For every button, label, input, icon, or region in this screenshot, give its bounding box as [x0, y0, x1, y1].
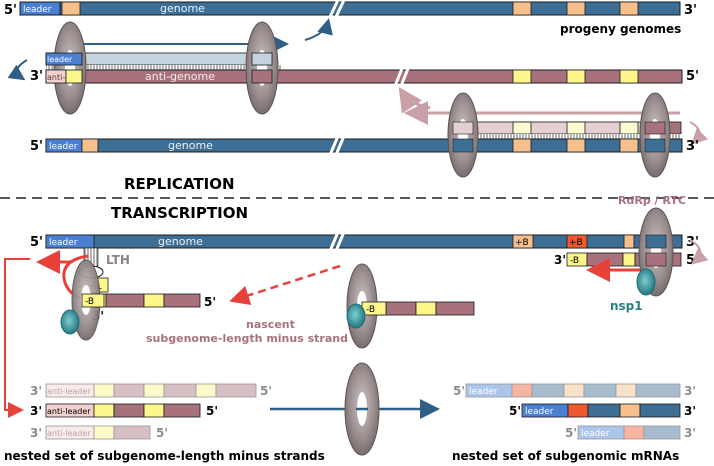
svg-text:3': 3': [30, 426, 42, 440]
circular-arrow-left: [7, 59, 28, 81]
svg-text:-B: -B: [366, 305, 375, 315]
svg-text:5': 5': [30, 235, 43, 250]
release-arrow-pink: [398, 87, 431, 114]
svg-text:5': 5': [686, 253, 699, 268]
svg-text:5': 5': [30, 139, 43, 154]
svg-text:leader: leader: [49, 238, 78, 248]
rtc-complex: [639, 92, 671, 178]
three-prime-end: 3': [684, 3, 697, 18]
svg-text:anti-lea: anti-lea: [47, 73, 77, 82]
mrna-short: 5' leader 3': [565, 425, 696, 440]
trs-plus-b: +B: [515, 238, 529, 248]
svg-text:3': 3': [30, 69, 43, 84]
anti-genome-strand: 3' anti-lea anti-genome 5': [30, 65, 699, 87]
svg-text:3': 3': [30, 384, 42, 398]
svg-text:anti-leader: anti-leader: [47, 407, 91, 416]
svg-text:5': 5': [453, 384, 465, 398]
svg-text:3': 3': [684, 426, 696, 440]
svg-text:genome: genome: [168, 139, 213, 152]
svg-text:leader: leader: [47, 55, 73, 64]
svg-text:-B: -B: [85, 297, 94, 307]
lth-label: LTH: [106, 253, 130, 267]
rtc-complex: [447, 92, 479, 178]
circular-arrow-rtc: [689, 239, 709, 265]
svg-text:5': 5': [206, 404, 218, 418]
rtc-complex: [53, 21, 87, 115]
minus-strand-long: 3' anti-leader 5': [30, 383, 272, 398]
nascent-label-line2: subgenome-length minus strand: [146, 332, 348, 345]
nascent-anti-genome-strand: [464, 121, 682, 139]
svg-text:5': 5': [565, 426, 577, 440]
svg-text:3': 3': [686, 139, 699, 154]
svg-text:5': 5': [260, 384, 272, 398]
svg-text:anti-leader: anti-leader: [47, 387, 91, 396]
mrna-medium: 5' leader 3': [509, 403, 696, 418]
five-prime-end: 5': [4, 3, 17, 18]
svg-text:3': 3': [30, 404, 42, 418]
top-genome-strand: 5' leader genome 3': [4, 0, 697, 18]
template-genome-strand: 5' leader genome 3': [30, 135, 699, 156]
trs-minus-b: -B: [570, 256, 579, 266]
rtc-complex: [245, 21, 279, 115]
transcription-heading: TRANSCRIPTION: [111, 204, 248, 222]
nsp1-protein: [60, 309, 80, 335]
nsp1-protein: [636, 268, 656, 296]
mrnas-caption: nested set of subgenomic mRNAs: [452, 449, 679, 463]
anti-genome-label: anti-genome: [145, 70, 215, 83]
mrna-long: 5' leader 3': [453, 383, 696, 398]
nsp1-label: nsp1: [610, 299, 643, 313]
minus-strand-medium: 3' anti-leader 5': [30, 403, 218, 418]
nascent-label: nascent: [246, 318, 295, 331]
svg-text:leader: leader: [469, 387, 498, 397]
nascent-minus-strand-left: +L -B 5' 3': [85, 277, 216, 323]
release-arrow: [304, 18, 333, 41]
svg-text:genome: genome: [158, 235, 203, 248]
transcription-genome-strand: 5' leader genome +B +B 3': [30, 231, 699, 252]
svg-text:3': 3': [684, 384, 696, 398]
svg-text:leader: leader: [581, 429, 610, 439]
svg-text:5': 5': [204, 295, 216, 309]
genome-label: genome: [160, 2, 205, 15]
minus-strand-product-arrow: [4, 258, 30, 418]
rdrp-rtc-label: RdRp / RTC: [618, 194, 686, 207]
replication-heading: REPLICATION: [124, 175, 235, 193]
svg-text:leader: leader: [525, 407, 554, 417]
svg-text:5': 5': [509, 404, 521, 418]
svg-text:5': 5': [156, 426, 168, 440]
nsp1-protein: [346, 303, 366, 329]
discontinuous-transcription-arrow: [229, 264, 341, 305]
progeny-genomes-label: progeny genomes: [560, 22, 681, 36]
svg-text:3': 3': [554, 253, 566, 267]
svg-text:anti-leader: anti-leader: [47, 429, 91, 438]
svg-text:leader: leader: [49, 142, 78, 152]
circular-arrow-right: [689, 121, 709, 145]
svg-text:3': 3': [684, 404, 696, 418]
minus-strand-short: 3' anti-leader 5': [30, 425, 168, 440]
leader-label: leader: [23, 5, 52, 15]
minus-strands-caption: nested set of subgenome-length minus str…: [4, 449, 325, 463]
trs-plus-b-active: +B: [569, 238, 583, 248]
svg-text:5': 5': [686, 69, 699, 84]
leader-segment: [19, 1, 61, 16]
nascent-minus-strand-right: 3' -B 5': [554, 252, 699, 268]
